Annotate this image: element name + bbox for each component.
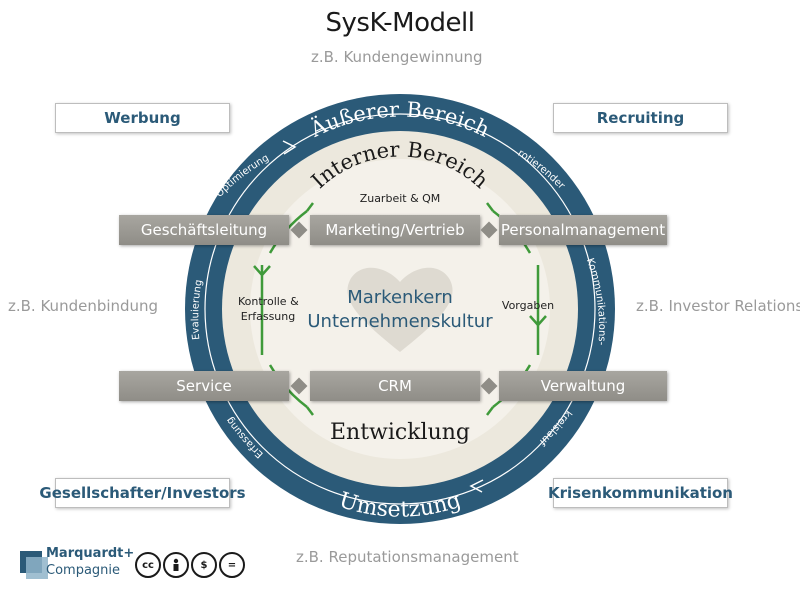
box-gesellschafter: Gesellschafter/Investors [39, 478, 246, 508]
arc-label-evaluierung: Evaluierung [190, 279, 205, 341]
box-verwaltung: Verwaltung [499, 371, 667, 401]
kontrolle-line-2: Erfassung [240, 310, 296, 323]
heart-shape [347, 267, 453, 352]
center-text: Markenkern Unternehmenskultur [300, 286, 500, 334]
inner-bottom-label: Entwicklung [329, 420, 471, 445]
fork-right-bottom [529, 315, 547, 355]
kontrolle-line-1: Kontrolle & [238, 295, 299, 308]
arrow-head-bottom [469, 479, 484, 493]
person-icon [173, 558, 179, 571]
nd-icon: = [219, 552, 245, 578]
box-recruiting: Recruiting [553, 103, 728, 133]
outer-ring-guide [204, 113, 596, 505]
center-line-1: Markenkern [347, 287, 453, 308]
zuarbeit-label: Zuarbeit & QM [359, 192, 441, 205]
marquardt-logo-icon [20, 551, 48, 579]
box-werbung: Werbung [55, 103, 230, 133]
example-top: z.B. Kundengewinnung [311, 48, 483, 66]
cc-icon: cc [135, 552, 161, 578]
box-crm: CRM [310, 371, 480, 401]
example-left: z.B. Kundenbindung [8, 297, 159, 315]
example-bottom: z.B. Reputationsmanagement [296, 548, 519, 566]
kontrolle-label: Kontrolle & Erfassung [238, 294, 299, 324]
box-krisenkommunikation: Krisenkommunikation [548, 478, 733, 508]
logo-text-line1: Marquardt+ [46, 546, 135, 561]
box-marketing: Marketing/Vertrieb [310, 215, 480, 245]
by-icon [163, 552, 189, 578]
green-top-left-ext [306, 202, 314, 212]
vorgaben-label: Vorgaben [501, 299, 555, 312]
green-top-right-ext [486, 202, 494, 212]
logo-text-line2: Compagnie [46, 563, 121, 578]
center-line-2: Unternehmenskultur [307, 311, 493, 332]
green-bottom-right-ext [486, 406, 494, 416]
diagram-title: SysK-Modell [325, 8, 475, 38]
green-bottom-left-ext [306, 406, 314, 416]
arrow-head-top [282, 140, 297, 155]
box-geschaeftsleitung: Geschäftsleitung [119, 215, 289, 245]
fork-left-top [253, 265, 271, 285]
nc-icon: $ [191, 552, 217, 578]
example-right: z.B. Investor Relations [636, 297, 800, 315]
box-service: Service [119, 371, 289, 401]
box-personalmanagement: Personalmanagement [499, 215, 667, 245]
